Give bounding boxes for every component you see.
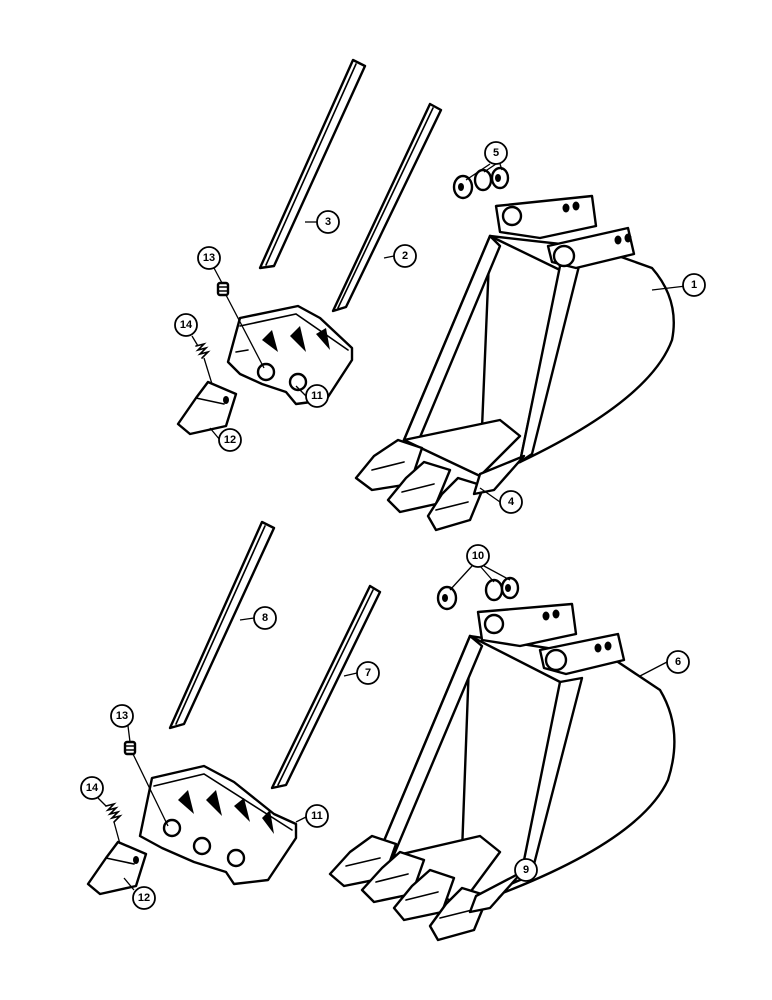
callout-14-upper: 14 <box>174 313 198 337</box>
retainer-14-lower <box>105 802 123 823</box>
tooth-12-lower <box>86 840 148 896</box>
callout-11-upper: 11 <box>305 384 329 408</box>
callout-12-lower: 12 <box>132 886 156 910</box>
tooth-12-upper <box>176 380 238 436</box>
callout-label-13-lower: 13 <box>116 710 128 722</box>
leader-lines <box>97 163 687 899</box>
callout-5: 5 <box>484 141 508 165</box>
callout-13-upper: 13 <box>197 246 221 270</box>
side-cutter-2 <box>331 102 443 313</box>
side-cutter-7 <box>270 584 382 790</box>
bushings-5 <box>452 166 510 200</box>
callout-label-7: 7 <box>365 667 371 679</box>
bucket-1 <box>354 194 675 532</box>
callout-label-14-lower: 14 <box>86 782 99 794</box>
callout-7: 7 <box>356 661 380 685</box>
callout-4: 4 <box>499 490 523 514</box>
callout-14-lower: 14 <box>80 776 104 800</box>
callout-8: 8 <box>253 606 277 630</box>
callout-6: 6 <box>666 650 690 674</box>
callout-13-lower: 13 <box>110 704 134 728</box>
retainer-pin-13-lower <box>123 740 137 756</box>
callout-label-9: 9 <box>523 864 529 876</box>
callout-label-6: 6 <box>675 656 681 668</box>
callout-label-11-lower: 11 <box>311 810 323 822</box>
callout-label-12-lower: 12 <box>138 892 150 904</box>
bushings-10 <box>436 576 520 611</box>
callout-label-10: 10 <box>472 550 484 562</box>
tooth-adapter-11-upper <box>226 304 354 406</box>
tooth-adapter-11-lower <box>138 764 298 886</box>
callout-3: 3 <box>316 210 340 234</box>
callout-label-8: 8 <box>262 612 268 624</box>
callout-label-1: 1 <box>691 279 697 291</box>
callout-12-upper: 12 <box>218 428 242 452</box>
callout-label-4: 4 <box>508 496 515 508</box>
callout-label-14-upper: 14 <box>180 319 193 331</box>
retainer-pin-13-upper <box>216 281 230 297</box>
callout-11-lower: 11 <box>305 804 329 828</box>
callout-2: 2 <box>393 244 417 268</box>
callout-label-2: 2 <box>402 250 408 262</box>
callout-1: 1 <box>682 273 706 297</box>
callout-label-3: 3 <box>325 216 331 228</box>
side-cutter-8 <box>168 520 276 730</box>
callout-label-11-upper: 11 <box>311 390 323 402</box>
bucket-6 <box>328 602 676 942</box>
side-cutter-3 <box>258 58 367 270</box>
callout-10: 10 <box>466 544 490 568</box>
retainer-14-upper <box>195 342 211 359</box>
callout-label-13-upper: 13 <box>203 252 215 264</box>
callout-label-12-upper: 12 <box>224 434 236 446</box>
callout-label-5: 5 <box>493 147 499 159</box>
callout-9: 9 <box>514 858 538 882</box>
